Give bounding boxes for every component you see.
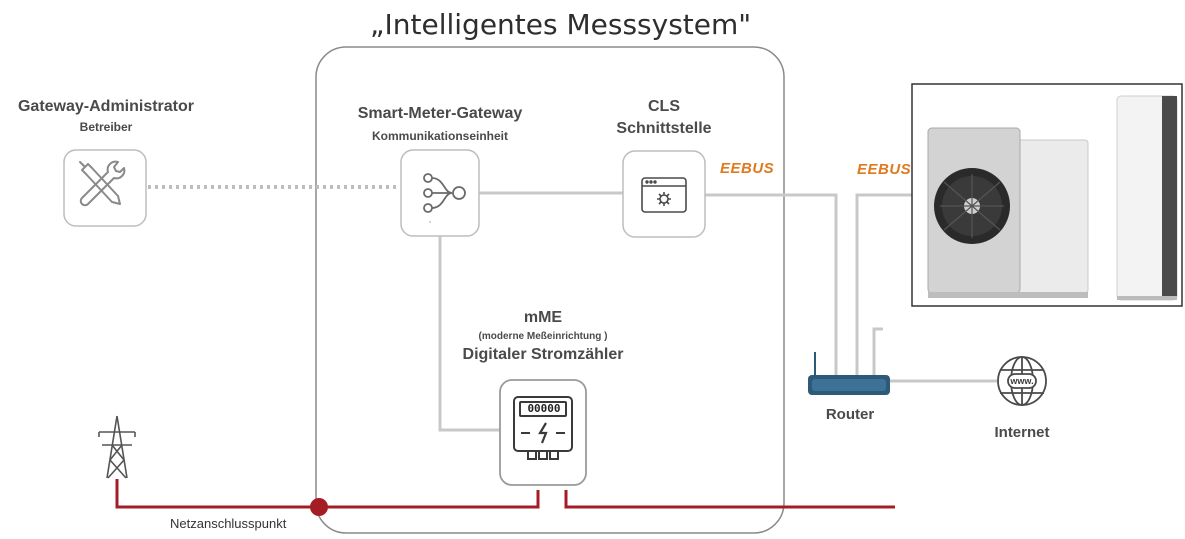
grid-line-in (115, 479, 540, 509)
router-heatpump-link (855, 193, 923, 375)
meter-display: 00000 (527, 402, 561, 415)
cls-subtitle: Schnittstelle (616, 120, 712, 137)
cls-router-link (705, 193, 838, 375)
internet-label: Internet (994, 424, 1050, 441)
www-label: www. (1010, 376, 1034, 386)
diagram-title: „Intelligentes Messsystem" (370, 8, 752, 41)
router-label: Router (825, 406, 875, 423)
smgw-subtitle: Kommunikationseinheit (371, 129, 508, 143)
power-pylon-icon (98, 415, 136, 479)
mme-subtitle: (moderne Meßeinrichtung ) (478, 331, 608, 342)
gateway-admin-box (63, 149, 147, 227)
router-icon (808, 352, 890, 395)
electric-meter-icon (513, 396, 573, 460)
heat-pump-photo (911, 83, 1183, 307)
grid-line-out (564, 490, 895, 509)
tools-icon (79, 160, 126, 207)
smart-meter-gateway-box (400, 149, 480, 237)
cls-title: CLS (648, 98, 680, 115)
gateway-meter-link (438, 236, 500, 432)
netzanschluss-dot (310, 498, 328, 516)
eebus-logo-right: EEBUS (857, 161, 912, 178)
settings-window-icon (641, 177, 687, 213)
router-extra-link (872, 327, 883, 375)
mme-title: mME (523, 309, 563, 326)
cls-interface-box (622, 150, 706, 238)
gateway-nodes-icon (423, 173, 466, 223)
gateway-admin-subtitle: Betreiber (79, 120, 133, 134)
mme-meter-title: Digitaler Stromzähler (462, 346, 624, 363)
netzanschluss-label: Netzanschlusspunkt (170, 516, 287, 531)
digital-meter-box (499, 379, 587, 486)
messsystem-frame (315, 46, 785, 534)
gateway-admin-title: Gateway-Administrator (17, 98, 195, 115)
eebus-logo-left: EEBUS (720, 160, 775, 177)
globe-www-icon (997, 356, 1047, 406)
smgw-title: Smart-Meter-Gateway (357, 105, 523, 122)
